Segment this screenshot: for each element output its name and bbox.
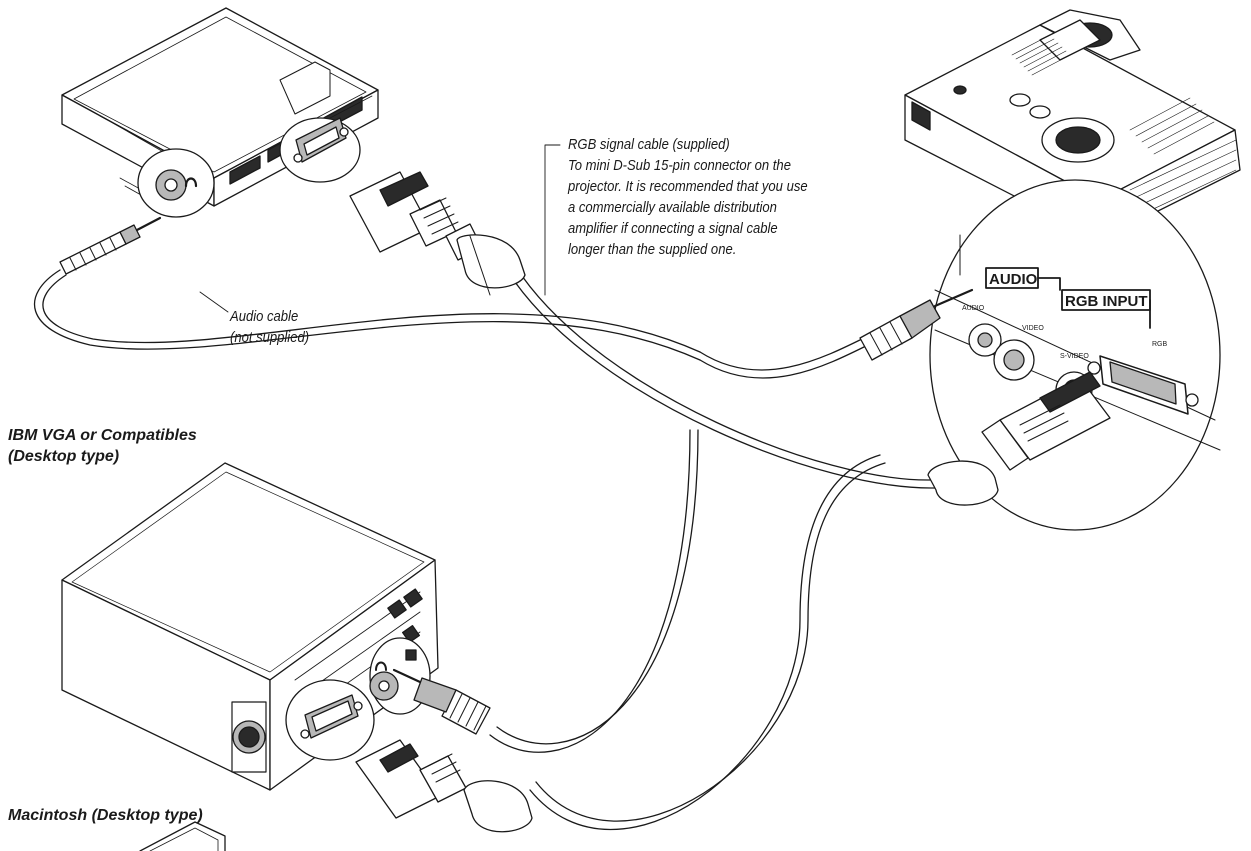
- rgb-cable-line-6: longer than the supplied one.: [568, 242, 737, 258]
- desktop-vga-port-zoom: [285, 679, 375, 761]
- s-video-port-label: S-VIDEO: [1060, 353, 1089, 360]
- rgb-cable-line-3: projector. It is recommended that you us…: [568, 179, 808, 195]
- rgb-cable-line-2: To mini D-Sub 15-pin connector on the: [568, 158, 791, 174]
- leader-lines: [199, 144, 561, 313]
- audio-cable-line-2: (not supplied): [230, 330, 310, 346]
- ibm-vga-heading-line-2: (Desktop type): [8, 448, 120, 465]
- desktop-computer: [61, 462, 439, 791]
- ibm-vga-heading: IBM VGA or Compatibles (Desktop type): [8, 425, 197, 467]
- audio-cable-line-1: Audio cable: [230, 309, 299, 325]
- desktop-vga-plug: [355, 739, 533, 833]
- rgb-cable-callout: RGB signal cable (supplied) To mini D-Su…: [568, 135, 808, 261]
- video-port-label: VIDEO: [1022, 325, 1044, 332]
- desktop-audio-jack-zoom: [369, 637, 431, 715]
- macintosh-partial: [139, 821, 226, 851]
- cables: [34, 269, 936, 831]
- audio-port-small-label: AUDIO: [962, 305, 985, 312]
- rgb-cable-line-5: amplifier if connecting a signal cable: [568, 221, 778, 237]
- laptop-vga-port-zoom: [279, 117, 361, 183]
- projector-audio-plug: [859, 288, 974, 361]
- laptop-audio-jack-zoom: [137, 148, 215, 218]
- rgb-cable-line-4: a commercially available distribution: [568, 200, 777, 216]
- rgb-port-small-label: RGB: [1152, 341, 1168, 348]
- projector-vga-plug: [927, 371, 1111, 506]
- laptop-vga-plug: [349, 171, 526, 296]
- laptop-audio-plug: [59, 216, 162, 275]
- projector-speaker-grille: [1011, 34, 1215, 155]
- desktop-audio-plug: [392, 668, 491, 735]
- rgb-cable-line-1: RGB signal cable (supplied): [568, 137, 730, 153]
- rgb-input-panel-label: RGB INPUT: [1065, 293, 1148, 310]
- ibm-vga-heading-line-1: IBM VGA or Compatibles: [8, 427, 197, 444]
- audio-cable-callout: Audio cable (not supplied): [230, 307, 309, 349]
- audio-panel-label: AUDIO: [989, 271, 1038, 288]
- macintosh-heading: Macintosh (Desktop type): [8, 807, 203, 824]
